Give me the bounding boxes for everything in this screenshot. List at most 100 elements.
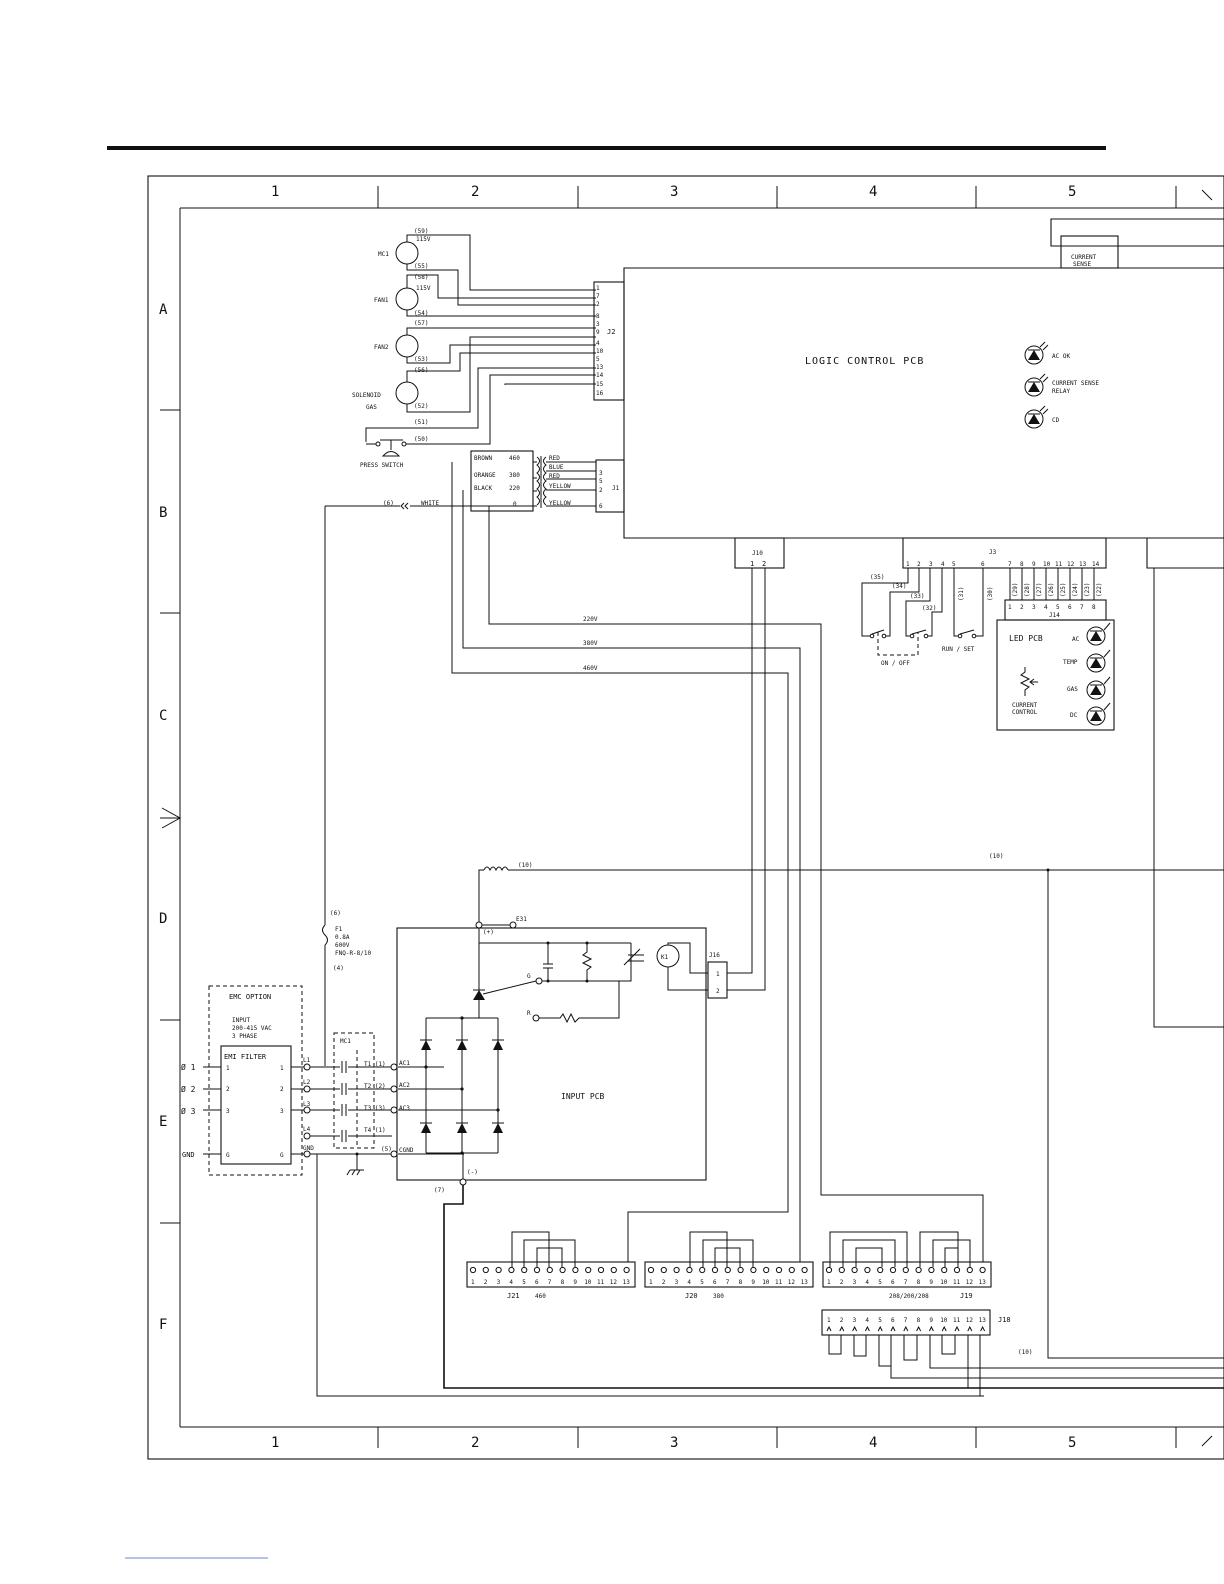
svg-text:10: 10 [1043,561,1051,568]
svg-text:3 PHASE: 3 PHASE [232,1033,258,1040]
pin-number: 1 [827,1279,831,1286]
terminal-pin [559,1266,566,1274]
pin-number: 4 [865,1279,869,1286]
svg-text:J3: J3 [989,549,997,556]
svg-text:SOLENOID: SOLENOID [352,392,381,399]
svg-text:7: 7 [1008,561,1012,568]
svg-text:4: 4 [1044,604,1048,611]
pin-number: 7 [726,1279,730,1286]
terminal-pin [724,1266,731,1274]
svg-text:380V: 380V [583,640,598,647]
svg-text:460: 460 [509,455,520,462]
svg-text:T1 (1): T1 (1) [364,1061,386,1068]
pin-number: 9 [573,1279,577,1286]
transformer-primary-coil-icon [536,456,540,506]
motor-fan1: FAN1 (58) 115V (54) [374,274,431,317]
line-terminals: L1 L2 L3 L4 GND [303,1057,984,1397]
pin-arrow-icon [941,1325,947,1332]
svg-text:EMC OPTION: EMC OPTION [229,993,271,1001]
row-label: A [159,302,168,318]
pin-number: 2 [840,1317,844,1324]
svg-text:Ø 2: Ø 2 [181,1084,196,1094]
svg-text:YELLOW: YELLOW [549,500,571,507]
pin-arrow-icon [916,1325,922,1332]
svg-text:J1: J1 [612,485,620,492]
svg-text:10: 10 [596,348,604,355]
terminal-pin [673,1266,680,1274]
voltage-bus: 220V 380V 460V [451,462,984,1262]
j2-connector: 1 7 2 8 3 9 4 10 5 13 14 15 16 J2 [593,281,625,401]
svg-text:J10: J10 [752,550,763,557]
svg-text:8: 8 [1020,561,1024,568]
svg-text:115V: 115V [416,285,431,292]
emc-option: EMC OPTION INPUT 200-415 VAC 3 PHASE EMI… [181,985,304,1176]
pressure-switch-icon [381,451,401,457]
pin-number: 2 [840,1279,844,1286]
svg-text:3: 3 [226,1108,230,1115]
pin-number: 10 [762,1279,770,1286]
terminal-pin [699,1266,706,1274]
row-label: C [159,708,167,724]
svg-text:2: 2 [716,988,720,995]
pin-number: 1 [471,1279,475,1286]
svg-text:AC3: AC3 [399,1105,410,1112]
svg-text:TEMP: TEMP [1063,659,1078,666]
svg-text:13: 13 [1079,561,1087,568]
svg-text:DC: DC [1070,712,1078,719]
svg-text:(59): (59) [414,228,428,235]
svg-text:L2: L2 [303,1079,311,1086]
svg-text:(58): (58) [414,274,428,281]
terminal-pin [915,1266,922,1274]
terminal-pin [953,1266,961,1274]
svg-text:12: 12 [1067,561,1075,568]
svg-text:(52): (52) [414,403,428,410]
pin-arrow-icon [839,1325,845,1332]
svg-text:4: 4 [941,561,945,568]
svg-text:(33): (33) [910,593,924,600]
pin-number: 11 [597,1279,605,1286]
svg-text:2: 2 [226,1086,230,1093]
terminal-pin [610,1266,617,1274]
svg-text:YELLOW: YELLOW [549,483,571,490]
terminal-pin [686,1266,693,1274]
pin-number: 10 [940,1317,948,1324]
pin-number: 7 [548,1279,552,1286]
svg-text:(28): (28) [1024,583,1031,597]
svg-text:5: 5 [1056,604,1060,611]
pin-number: 2 [662,1279,666,1286]
column-label: 5 [1068,1435,1076,1451]
connector-id: J21 [507,1292,520,1300]
inductor-line: (10) (10) (10) [443,853,1224,1389]
terminal-pin [801,1266,808,1274]
diode-icon [457,1040,467,1050]
pin-number: 11 [953,1317,961,1324]
svg-text:(24): (24) [1072,583,1079,597]
svg-text:2: 2 [1020,604,1024,611]
terminal-pin [788,1266,795,1274]
pin-number: 8 [739,1279,743,1286]
svg-text:1: 1 [750,560,754,568]
pin-number: 11 [953,1279,961,1286]
pin-arrow-icon [967,1325,973,1332]
svg-text:J16: J16 [709,952,720,959]
row-label: F [159,1317,167,1333]
svg-text:FNQ-R-8/10: FNQ-R-8/10 [335,950,372,957]
svg-text:(55): (55) [414,263,428,270]
svg-text:AC: AC [1072,636,1080,643]
svg-text:RED: RED [549,455,560,462]
svg-text:3: 3 [1032,604,1036,611]
pin-number: 6 [891,1317,895,1324]
svg-text:2: 2 [280,1086,284,1093]
svg-text:(27): (27) [1036,583,1043,597]
motor-fan2: FAN2 (57) (53) [374,320,428,363]
terminal-pin [585,1266,592,1274]
row-label: B [159,505,167,521]
connector-voltage: 208/200/208 [889,1293,929,1300]
potentiometer-icon [1019,667,1031,696]
svg-text:R: R [527,1010,531,1017]
column-label: 5 [1068,184,1076,200]
white-wire: (6) WHITE [324,500,533,925]
